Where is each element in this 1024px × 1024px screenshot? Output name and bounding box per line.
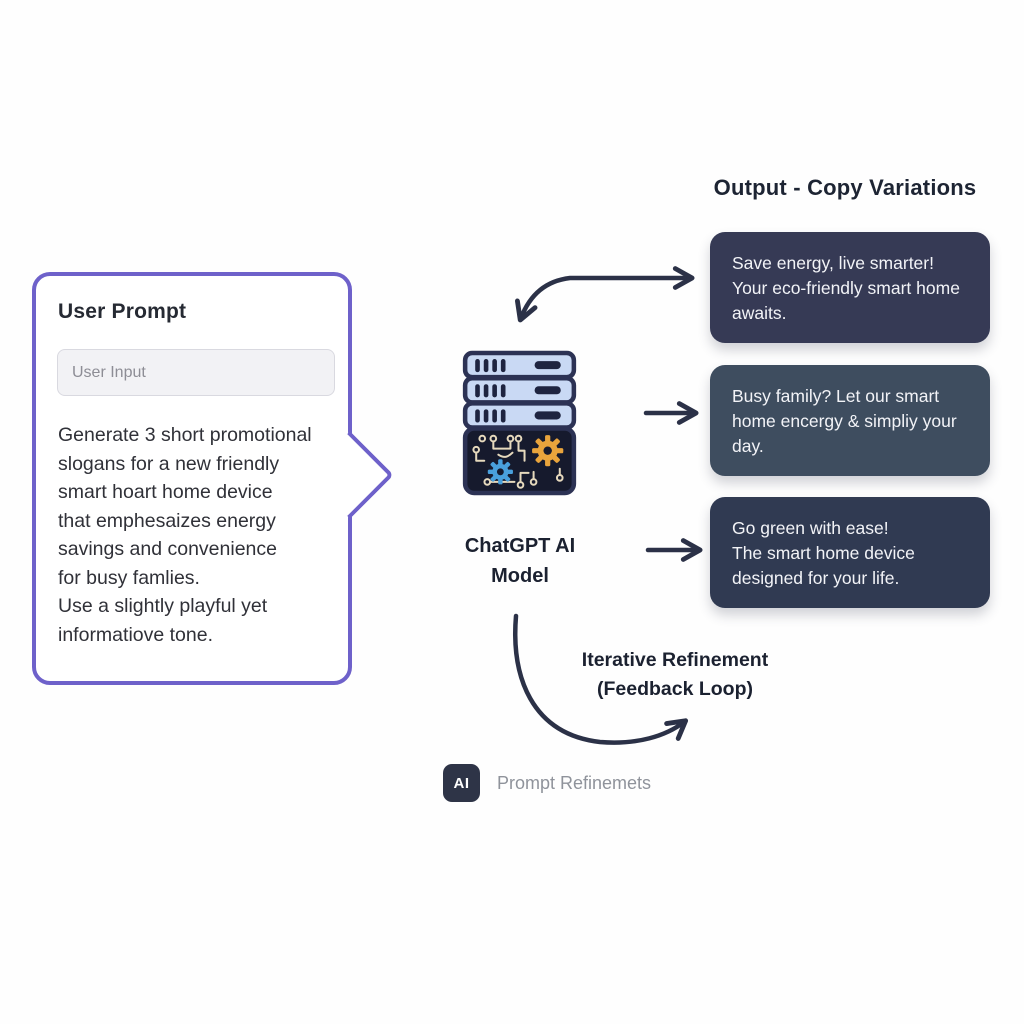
model-label-line: Model: [491, 565, 549, 587]
ai-badge-icon: AI: [443, 764, 480, 802]
prompt-text-line: smart hoart home device: [58, 481, 273, 503]
feedback-loop-label: Iterative Refinement (Feedback Loop): [549, 646, 801, 704]
prompt-title: User Prompt: [58, 300, 187, 323]
user-input-field[interactable]: [57, 349, 335, 396]
prompt-text-line: informatiove tone.: [58, 623, 214, 646]
prompt-text-line: that emphesaizes energy: [58, 509, 276, 532]
prompt-refinement-caption: Prompt Refinemets: [497, 772, 652, 793]
prompt-text-line: for busy famlies.: [58, 566, 200, 589]
card-text-line: Go green with ease!: [732, 518, 889, 538]
output-card-3: Go green with ease! The smart home devic…: [710, 497, 990, 608]
arrow-model-to-card-1: [514, 266, 695, 323]
card-text-line: home encergy & simpliy your: [732, 411, 957, 431]
output-card-2: Busy family? Let our smart home encergy …: [710, 365, 990, 476]
model-label: ChatGPT AI Model: [428, 531, 612, 591]
card-text-line: designed for your life.: [732, 568, 900, 588]
card-text-line: The smart home device: [732, 543, 915, 563]
user-prompt-bubble: User Prompt Generate 3 short promotional…: [32, 272, 394, 685]
prompt-text-line: savings and convenience: [58, 538, 277, 560]
card-text-line: Save energy, live smarter!: [732, 253, 934, 273]
circuit-traces: [472, 434, 564, 489]
card-text-line: Busy family? Let our smart: [732, 386, 940, 406]
prompt-text-line: Generate 3 short promotional: [58, 424, 312, 446]
prompt-text-line: slogans for a new friendly: [58, 452, 280, 475]
card-text-line: awaits.: [732, 303, 787, 323]
output-heading: Output - Copy Variations: [713, 175, 977, 200]
server-circuit-icon: [462, 350, 577, 496]
prompt-text: Generate 3 short promotional slogans for…: [58, 421, 348, 649]
blue-gear: [487, 459, 513, 485]
prompt-refinement-row: AI Prompt Refinemets: [443, 764, 651, 802]
card-text-line: Your eco-friendly smart home: [732, 278, 960, 298]
card-text-line: day.: [732, 436, 764, 456]
feedback-label-line: (Feedback Loop): [596, 678, 753, 700]
prompt-text-line: Use a slightly playful yet: [58, 595, 268, 617]
model-label-line: ChatGPT AI: [464, 535, 576, 557]
feedback-label-line: Iterative Refinement: [581, 649, 769, 671]
orange-gear: [532, 435, 564, 467]
output-card-1: Save energy, live smarter! Your eco-frie…: [710, 232, 990, 343]
